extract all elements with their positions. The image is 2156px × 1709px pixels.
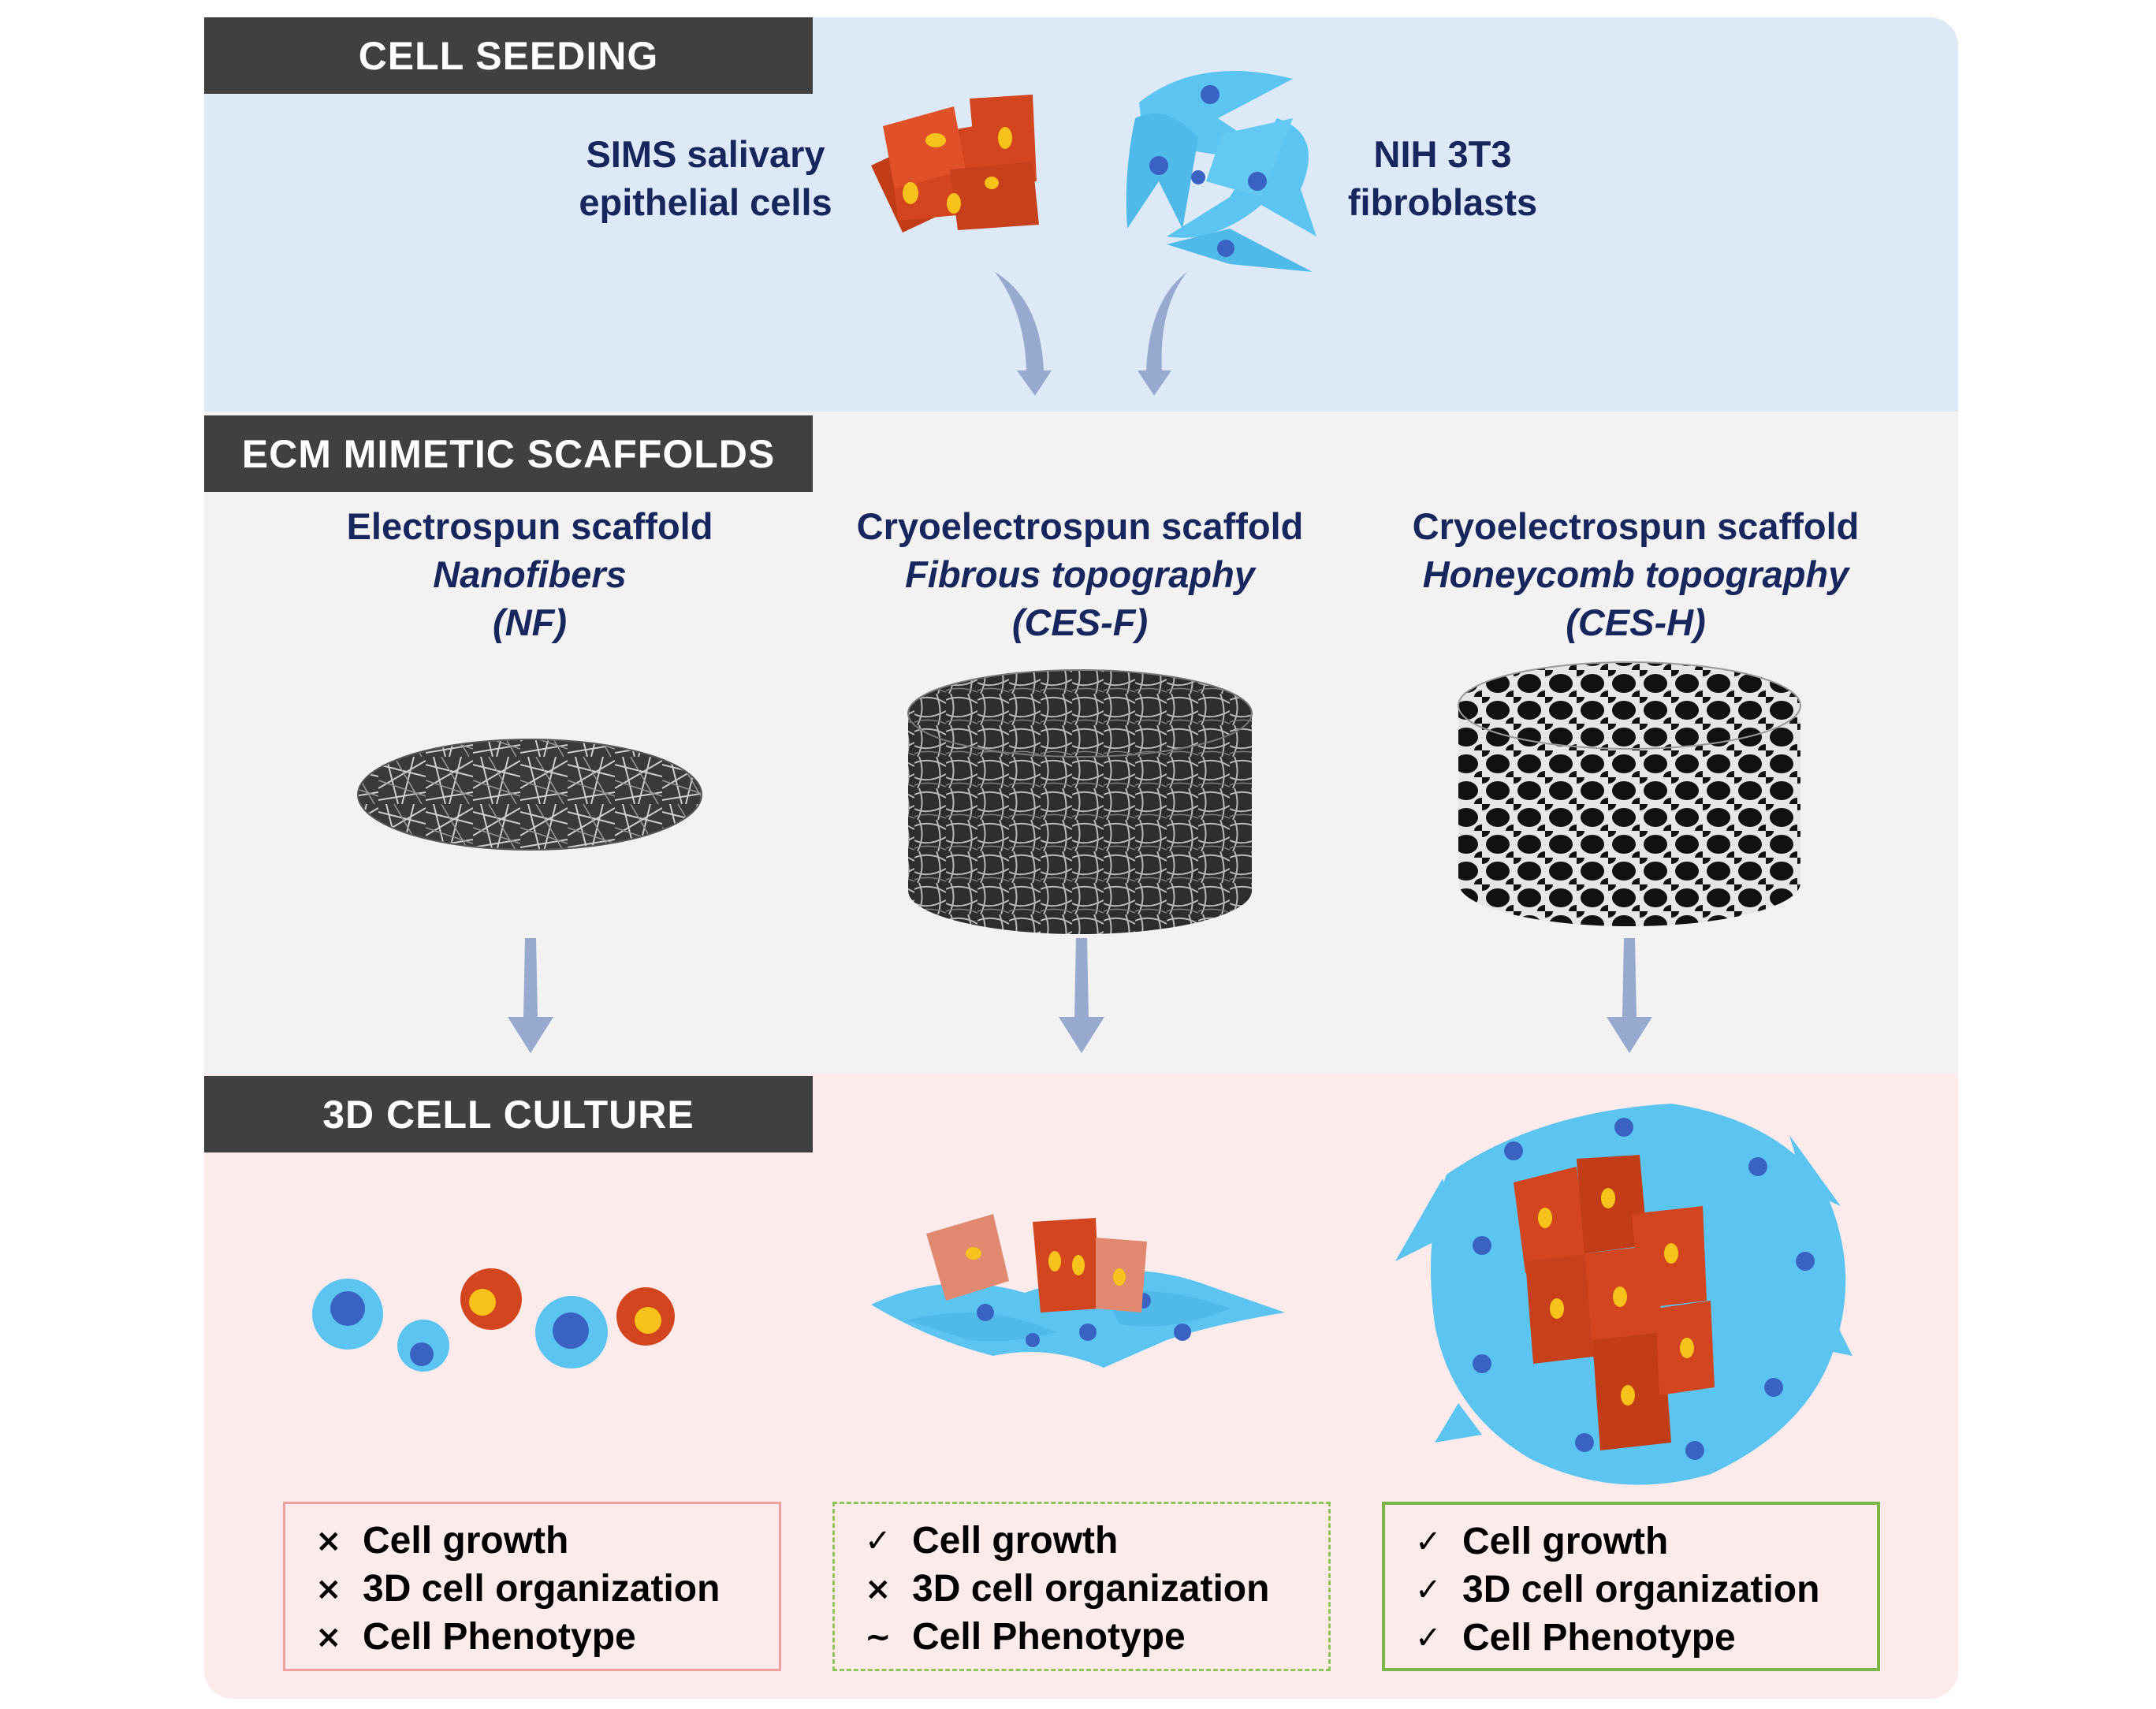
scaffold-cesh-name: Cryoelectrospun scaffold <box>1412 505 1860 547</box>
scaffold-cesf-name: Cryoelectrospun scaffold <box>856 505 1304 547</box>
outcome-mark: × <box>865 1570 892 1607</box>
scaffold-cesf-abbr: (CES-F) <box>1011 601 1149 643</box>
scaffold-cesh-topography: Honeycomb topography <box>1422 553 1849 595</box>
outcome-row: ✓ 3D cell organization <box>1415 1566 1877 1614</box>
outcome-text: 3D cell organization <box>1462 1569 1820 1610</box>
outcome-text: Cell Phenotype <box>912 1616 1186 1658</box>
seeding-arrows <box>995 272 1187 396</box>
culture-ces-f-cells <box>871 1214 1285 1368</box>
outcome-text: Cell growth <box>1462 1521 1669 1562</box>
outcome-row: ✓ Cell growth <box>865 1517 1328 1565</box>
outcome-text: Cell Phenotype <box>1462 1617 1736 1659</box>
epithelial-label-line1: SIMS salivary <box>586 133 825 175</box>
culture-nf-cells <box>312 1268 675 1372</box>
section-header-3d-cell-culture: 3D CELL CULTURE <box>204 1076 813 1152</box>
scaffold-cesf-topography: Fibrous topography <box>905 553 1255 595</box>
outcome-row: ✓ Cell Phenotype <box>1415 1614 1877 1662</box>
outcome-row: ~ Cell Phenotype <box>865 1613 1328 1661</box>
outcome-mark: ✓ <box>1415 1523 1442 1560</box>
scaffold-label-ces-f: Cryoelectrospun scaffold Fibrous topogra… <box>828 502 1332 646</box>
outcome-box-ces-f: ✓ Cell growth × 3D cell organization ~ Cell… <box>832 1502 1331 1671</box>
scaffold-ces-f-image <box>907 669 1253 934</box>
outcome-mark: × <box>315 1618 342 1655</box>
outcome-row: × 3D cell organization <box>865 1565 1328 1613</box>
scaffold-nf-topography: Nanofibers <box>433 553 627 595</box>
epithelial-cells-label: SIMS salivary epithelial cells <box>552 130 859 226</box>
scaffold-label-nf: Electrospun scaffold Nanofibers (NF) <box>293 502 766 646</box>
scaffold-label-ces-h: Cryoelectrospun scaffold Honeycomb topog… <box>1376 502 1896 646</box>
outcome-row: × 3D cell organization <box>315 1565 779 1613</box>
outcome-text: Cell growth <box>363 1520 569 1562</box>
outcome-mark: ✓ <box>865 1522 892 1559</box>
outcome-mark: ~ <box>865 1618 892 1655</box>
outcome-text: Cell growth <box>912 1520 1119 1562</box>
outcome-text: 3D cell organization <box>912 1568 1270 1610</box>
scaffold-arrows <box>508 938 1652 1053</box>
fibroblast-label-line1: NIH 3T3 <box>1373 133 1512 175</box>
section-header-ecm-scaffolds: ECM MIMETIC SCAFFOLDS <box>204 415 813 492</box>
scaffold-ces-h-image <box>1458 661 1801 926</box>
outcome-box-ces-h: ✓ Cell growth ✓ 3D cell organization ✓ Cell… <box>1382 1502 1880 1671</box>
outcome-mark: ✓ <box>1415 1619 1442 1656</box>
scaffold-cesh-abbr: (CES-H) <box>1566 601 1706 643</box>
outcome-row: ✓ Cell growth <box>1415 1517 1877 1566</box>
epithelial-label-line2: epithelial cells <box>579 181 832 223</box>
culture-ces-h-cells <box>1395 1104 1853 1485</box>
scaffold-nf-image <box>357 739 702 851</box>
outcome-row: × Cell growth <box>315 1517 779 1565</box>
section-header-cell-seeding: CELL SEEDING <box>204 17 813 94</box>
fibroblasts-label: NIH 3T3 fibroblasts <box>1324 130 1561 226</box>
scaffold-nf-name: Electrospun scaffold <box>346 505 713 547</box>
outcome-text: Cell Phenotype <box>363 1616 636 1658</box>
outcome-box-nf: × Cell growth × 3D cell organization × Cell… <box>283 1502 781 1671</box>
outcome-mark: × <box>315 1570 342 1607</box>
fibroblast-label-line2: fibroblasts <box>1347 181 1538 223</box>
epithelial-cell-cluster <box>871 95 1039 233</box>
outcome-text: 3D cell organization <box>363 1568 721 1610</box>
scaffold-nf-abbr: (NF) <box>493 601 567 643</box>
fibroblast-cell-cluster <box>1126 71 1316 272</box>
outcome-mark: ✓ <box>1415 1571 1442 1608</box>
outcome-row: × Cell Phenotype <box>315 1613 779 1661</box>
outcome-mark: × <box>315 1522 342 1559</box>
